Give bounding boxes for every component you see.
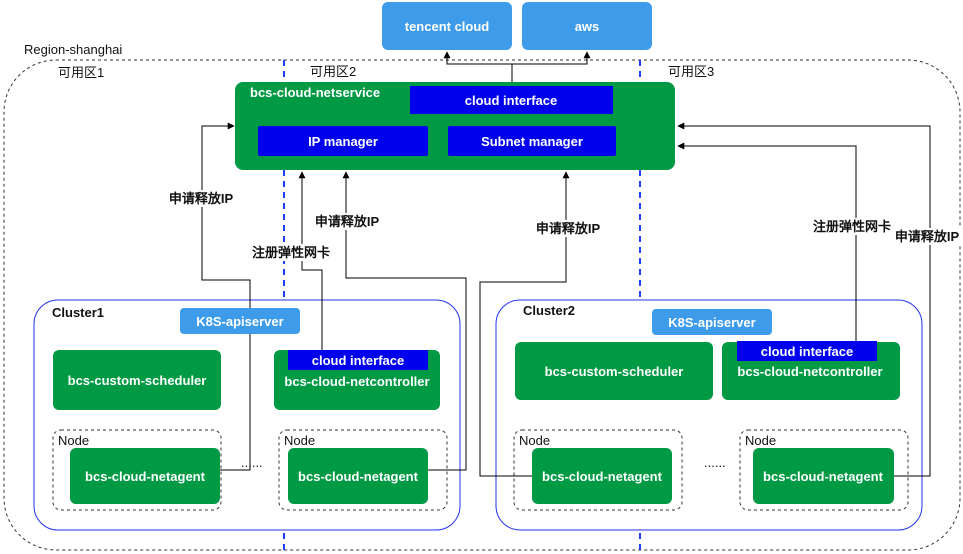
aws-node: aws — [522, 2, 652, 50]
cluster1-scheduler: bcs-custom-scheduler — [53, 350, 221, 410]
cluster2-netcontroller-label: bcs-cloud-netcontroller — [737, 364, 882, 379]
cluster2-label: Cluster2 — [523, 303, 575, 318]
cluster1-netcontroller: cloud interface bcs-cloud-netcontroller — [274, 350, 440, 410]
edge-netservice-to-aws — [512, 51, 591, 65]
edge-label-c1-netcontroller: 注册弹性网卡 — [252, 245, 330, 260]
cluster2-cloud-interface-label: cloud interface — [761, 344, 853, 359]
cluster1-ellipsis: ...... — [241, 455, 263, 470]
cluster2-node-label-2: Node — [745, 433, 776, 448]
cluster2-agent-1-label: bcs-cloud-netagent — [542, 469, 663, 484]
cluster1-scheduler-label: bcs-custom-scheduler — [68, 373, 207, 388]
cluster2-agent-2: bcs-cloud-netagent — [753, 448, 894, 504]
cluster1-agent-1-label: bcs-cloud-netagent — [85, 469, 206, 484]
cluster1-node-label-1: Node — [58, 433, 89, 448]
region-boundary — [3, 59, 961, 551]
cluster2-scheduler: bcs-custom-scheduler — [515, 342, 713, 400]
edge-label-c2-agent1: 申请释放IP — [536, 221, 601, 236]
zone-label-3: 可用区3 — [668, 64, 714, 79]
cluster1-agent-2: bcs-cloud-netagent — [288, 448, 428, 504]
subnet-manager-label: Subnet manager — [481, 134, 583, 149]
edge-netservice-to-clouds — [443, 51, 513, 84]
cluster2-apiserver: K8S-apiserver — [652, 309, 772, 335]
cluster2-apiserver-label: K8S-apiserver — [668, 315, 755, 330]
edge-labels: 申请释放IP 申请释放IP 注册弹性网卡 申请释放IP 注册弹性网卡 申请释放I… — [164, 190, 963, 261]
edge-c1-agent2 — [342, 171, 467, 471]
cluster2-node-label-1: Node — [519, 433, 550, 448]
edge-c2-agent1 — [479, 171, 570, 477]
cluster2-netcontroller: cloud interface bcs-cloud-netcontroller — [722, 341, 900, 400]
cluster1-agent-1: bcs-cloud-netagent — [70, 448, 220, 504]
tencent-cloud-node: tencent cloud — [382, 2, 512, 50]
zone-label-1: 可用区1 — [58, 65, 104, 80]
tencent-cloud-label: tencent cloud — [405, 19, 490, 34]
cluster2-agent-1: bcs-cloud-netagent — [532, 448, 672, 504]
cluster2-agent-2-label: bcs-cloud-netagent — [763, 469, 884, 484]
netservice-title: bcs-cloud-netservice — [250, 85, 380, 100]
edge-c1-agent1 — [201, 122, 251, 471]
cluster1-netcontroller-label: bcs-cloud-netcontroller — [284, 374, 429, 389]
edge-label-c1-agent2: 申请释放IP — [315, 214, 380, 229]
cluster1-label: Cluster1 — [52, 305, 104, 320]
zone-label-2: 可用区2 — [310, 64, 356, 79]
cluster1-agent-2-label: bcs-cloud-netagent — [298, 469, 419, 484]
cluster1-cloud-interface-label: cloud interface — [312, 353, 404, 368]
edge-c1-netcontroller — [298, 171, 323, 350]
netservice-node: bcs-cloud-netservice cloud interface IP … — [235, 82, 675, 170]
netservice-cloud-interface: cloud interface — [465, 93, 557, 108]
edge-c2-netcontroller — [677, 142, 857, 342]
edge-label-c1-agent1: 申请释放IP — [169, 191, 234, 206]
cluster1-apiserver: K8S-apiserver — [180, 308, 300, 334]
cluster2-scheduler-label: bcs-custom-scheduler — [545, 364, 684, 379]
edge-label-c2-agent2: 申请释放IP — [895, 229, 960, 244]
connectors — [201, 51, 931, 477]
ip-manager-label: IP manager — [308, 134, 378, 149]
edge-c2-agent2 — [677, 122, 931, 477]
region-label: Region-shanghai — [24, 42, 122, 57]
cluster2-ellipsis: ...... — [704, 455, 726, 470]
cluster1-node-label-2: Node — [284, 433, 315, 448]
aws-label: aws — [575, 19, 600, 34]
cluster1-apiserver-label: K8S-apiserver — [196, 314, 283, 329]
edge-label-c2-netcontroller: 注册弹性网卡 — [813, 219, 891, 234]
